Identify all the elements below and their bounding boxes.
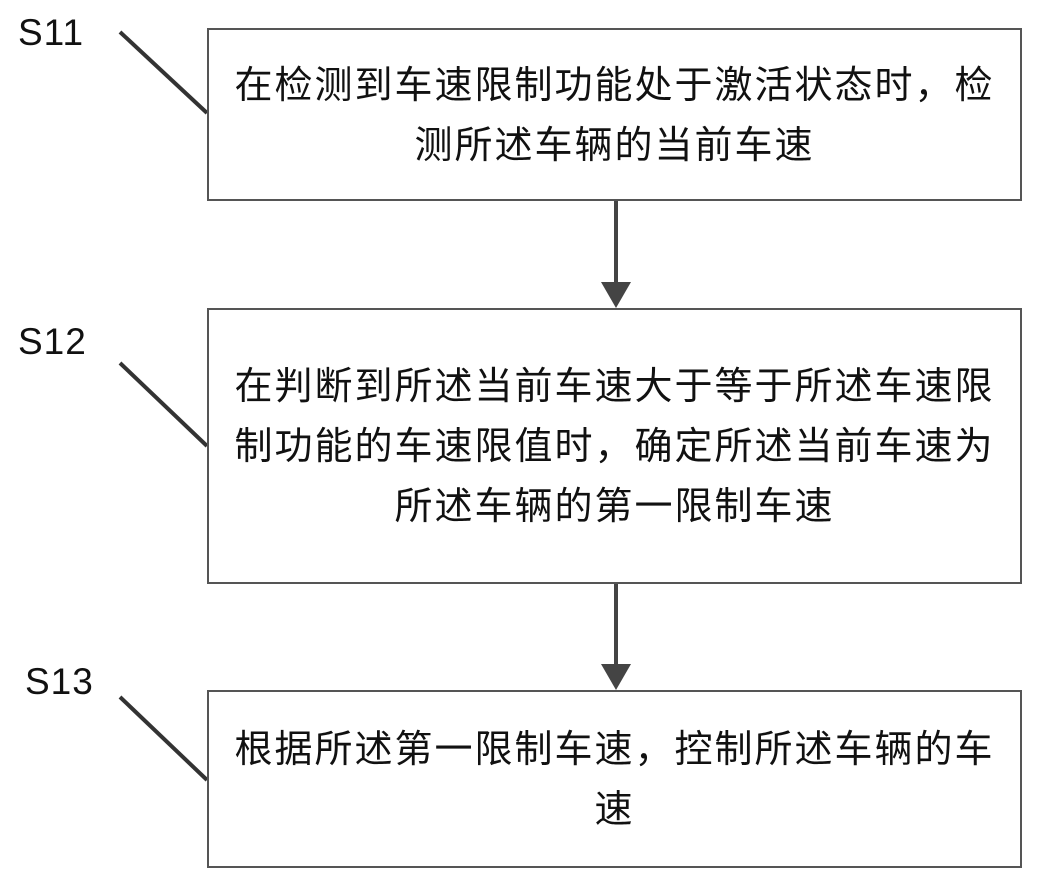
step-label-s13: S13	[25, 661, 94, 702]
leader-line-s13	[118, 695, 209, 782]
step-box-s13: 根据所述第一限制车速，控制所述车辆的车速	[207, 690, 1022, 868]
step-label-s11: S11	[18, 12, 85, 53]
step-box-s11: 在检测到车速限制功能处于激活状态时，检测所述车辆的当前车速	[207, 28, 1022, 201]
leader-line-s11	[118, 30, 209, 115]
step-text-s11: 在检测到车速限制功能处于激活状态时，检测所述车辆的当前车速	[234, 62, 995, 167]
leader-line-s12	[118, 361, 209, 448]
step-text-s13: 根据所述第一限制车速，控制所述车辆的车速	[234, 727, 995, 831]
step-label-s12: S12	[18, 321, 87, 362]
step-text-s12: 在判断到所述当前车速大于等于所述车速限制功能的车速限值时，确定所述当前车速为所述…	[234, 364, 995, 528]
arrow-s11-s12-head	[601, 282, 631, 308]
step-box-s12: 在判断到所述当前车速大于等于所述车速限制功能的车速限值时，确定所述当前车速为所述…	[207, 308, 1022, 584]
arrow-s12-s13-head	[601, 664, 631, 690]
